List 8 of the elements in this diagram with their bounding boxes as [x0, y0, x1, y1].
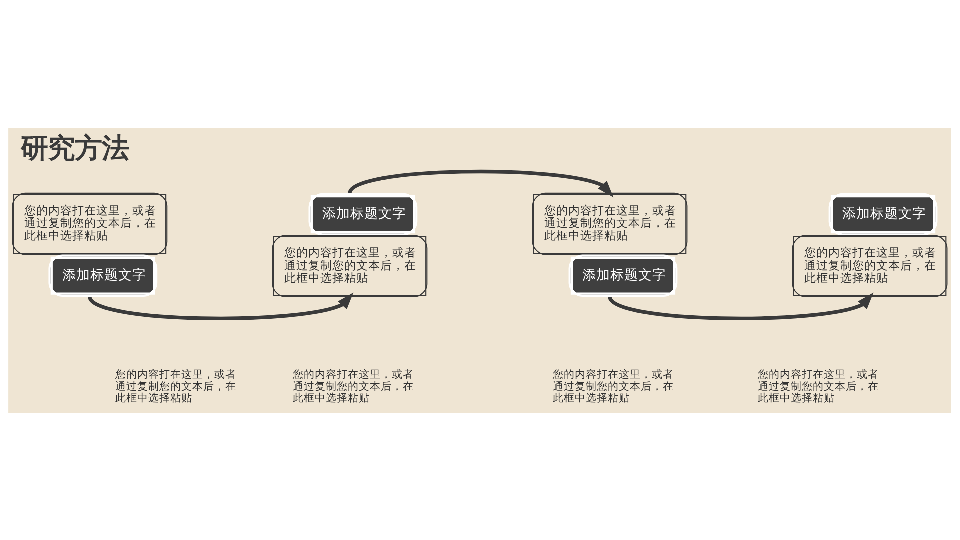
- arrow: [348, 170, 614, 198]
- label: 您的内容打在这里，或者通过复制您的文本后，在此框中选择粘贴: [115, 368, 236, 404]
- label: 您的内容打在这里，或者通过复制您的文本后，在此框中选择粘贴: [758, 368, 879, 404]
- label: 您的内容打在这里，或者通过复制您的文本后，在此框中选择粘贴: [552, 368, 674, 404]
- arrow: [88, 292, 354, 320]
- label: 您的内容打在这里，或者通过复制您的文本后，在此框中选择粘贴: [292, 368, 414, 404]
- diagram-title: 研究方法: [21, 132, 130, 164]
- arrow: [608, 292, 874, 320]
